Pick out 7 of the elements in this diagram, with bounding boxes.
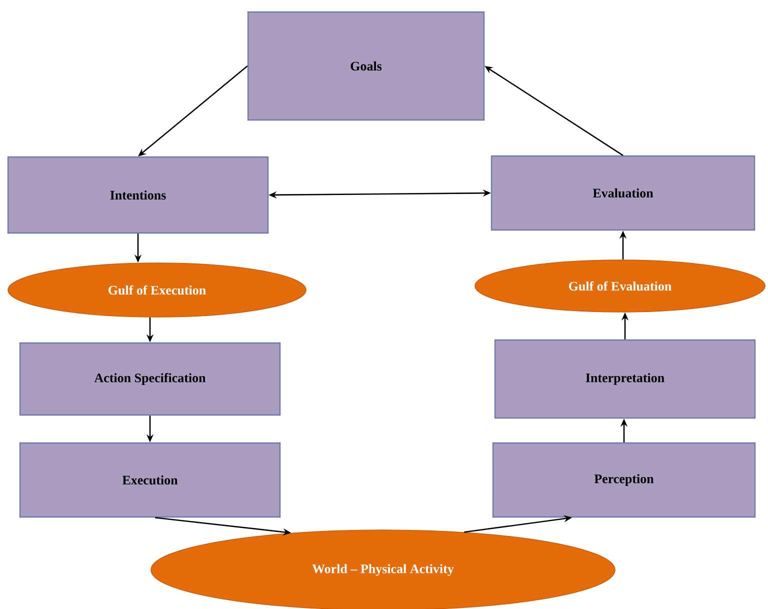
process-box: Action Specification [19, 342, 281, 416]
process-box: Perception [492, 442, 756, 518]
process-box: Evaluation [490, 155, 756, 231]
process-box: Intentions [7, 156, 269, 234]
process-box: Execution [19, 442, 281, 518]
process-box: Interpretation [494, 339, 756, 419]
process-box: Goals [247, 11, 485, 121]
